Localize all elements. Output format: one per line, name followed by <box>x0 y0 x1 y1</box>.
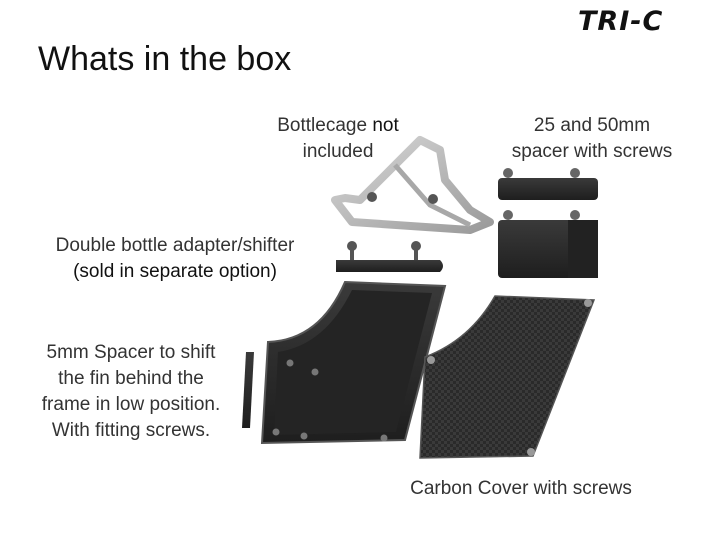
carbon-cover-label: Carbon Cover with screws <box>410 478 632 499</box>
carbon-cover-image <box>419 295 596 459</box>
screw-icon <box>428 194 438 204</box>
adapter-image <box>336 241 443 272</box>
fin-plate-image <box>260 280 447 445</box>
screw-icon <box>367 192 377 202</box>
slide-title: Whats in the box <box>38 40 292 78</box>
brand-logo: TRI-C <box>578 6 664 37</box>
spacer-label: 25 and 50mm spacer with screws <box>496 113 688 165</box>
spacer-5mm-image <box>242 352 254 428</box>
adapter-label: Double bottle adapter/shifter (sold in s… <box>26 233 324 285</box>
spacer-label-line1: 25 and 50mm <box>533 115 651 136</box>
bottlecage-label-text: Bottlecage <box>277 115 373 136</box>
bottlecage-image <box>331 136 494 234</box>
adapter-label-line1: Double bottle adapter/shifter <box>55 235 295 256</box>
spacer5mm-label-line2: the fin behind the <box>58 368 204 389</box>
bottlecage-label: Bottlecage not included <box>258 113 418 165</box>
adapter-label-line2: (sold in separate option) <box>73 261 277 282</box>
spacer5mm-label: 5mm Spacer to shift the fin behind the f… <box>20 340 242 444</box>
spacer5mm-label-line4: With fitting screws. <box>51 420 211 441</box>
bottlecage-label-bold: not <box>372 115 399 136</box>
spacer-label-line2: spacer with screws <box>511 141 673 162</box>
bottlecage-label-line2: included <box>302 141 374 162</box>
spacer5mm-label-line1: 5mm Spacer to shift <box>46 342 216 363</box>
spacer5mm-label-line3: frame in low position. <box>41 394 221 415</box>
spacers-image <box>498 168 598 278</box>
